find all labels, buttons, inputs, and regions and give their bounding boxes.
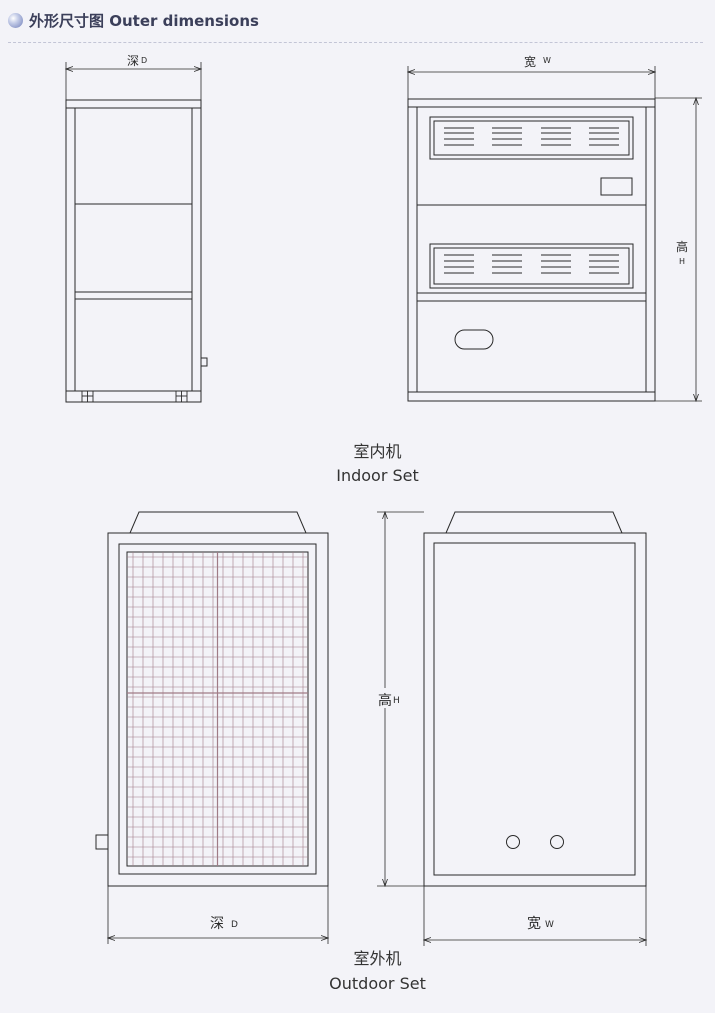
outdoor-width-label: 宽 [527, 915, 541, 932]
outdoor-side-view [95, 511, 328, 944]
header-divider [8, 42, 703, 43]
indoor-foot-left [81, 391, 94, 402]
indoor-foot-right [175, 391, 188, 402]
indoor-depth-label: 深 [127, 54, 139, 68]
outdoor-height-label: 高 [378, 692, 392, 709]
outdoor-grille-grid [127, 552, 308, 866]
section-title: 外形尺寸图 Outer dimensions [29, 11, 259, 30]
outdoor-pipe-port-right [550, 835, 564, 849]
indoor-width-label: 宽 [524, 54, 536, 69]
indoor-front-view [408, 66, 702, 401]
outdoor-width-symbol: W [545, 920, 554, 930]
indoor-lower-grille [429, 243, 634, 289]
indoor-depth-symbol: D [141, 56, 147, 65]
indoor-width-symbol: W [543, 56, 551, 65]
outdoor-height-label-bg [377, 688, 403, 708]
bullet-icon [8, 12, 23, 28]
outdoor-depth-symbol: D [231, 920, 238, 930]
indoor-upper-grille [429, 116, 634, 160]
outdoor-pipe-port-left [506, 835, 520, 849]
indoor-caption-cn: 室内机 [353, 442, 402, 461]
outdoor-caption-en: Outdoor Set [329, 974, 426, 993]
indoor-height-symbol: H [679, 257, 685, 266]
outdoor-depth-label: 深 [210, 916, 224, 932]
outdoor-height-symbol: H [393, 696, 400, 706]
indoor-height-label: 高 [676, 239, 688, 254]
outdoor-front-view [377, 512, 646, 946]
indoor-control-panel [600, 177, 633, 196]
outdoor-caption-cn: 室外机 [353, 949, 402, 968]
indoor-side-view [66, 62, 208, 403]
indoor-caption-en: Indoor Set [336, 466, 419, 485]
indoor-handle [454, 329, 494, 350]
section-header: 外形尺寸图 Outer dimensions [8, 8, 259, 32]
